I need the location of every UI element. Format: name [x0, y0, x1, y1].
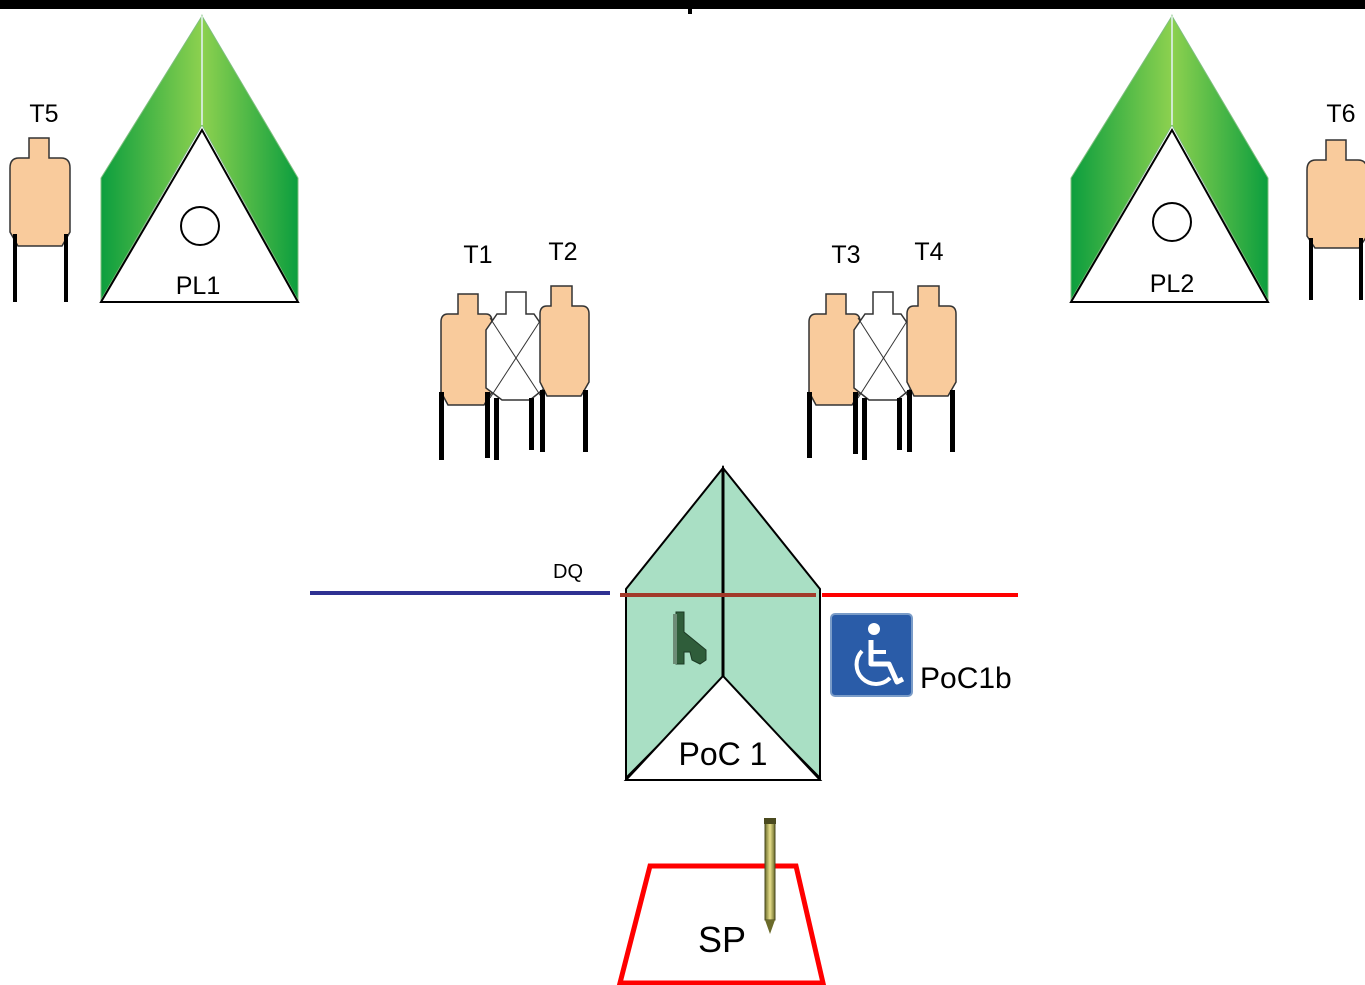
poc1b-marker: PoC1b [830, 613, 1012, 697]
t1-label: T1 [463, 241, 492, 269]
wall-pl2: PL2 [1069, 14, 1270, 303]
target-t5: T5 [9, 100, 71, 302]
target-t1 [440, 293, 493, 406]
target-t6: T6 [1306, 100, 1365, 300]
t6-label: T6 [1326, 100, 1355, 128]
sp-label: SP [698, 919, 746, 960]
port-circle-pl2 [1152, 202, 1192, 242]
target-t2 [539, 285, 590, 397]
pl2-label: PL2 [1150, 270, 1194, 298]
start-position: SP [616, 818, 827, 985]
pl1-label: PL1 [176, 272, 220, 300]
wall-pl1: PL1 [99, 14, 300, 303]
pistol-icon [673, 611, 707, 665]
target-t3 [808, 293, 861, 406]
target-group-t3-t4: T3 T4 [807, 238, 957, 460]
port-circle-pl1 [180, 206, 220, 246]
t3-label: T3 [831, 241, 860, 269]
poc1-barricade: PoC 1 [620, 465, 823, 781]
poc1b-label: PoC1b [920, 662, 1012, 695]
t5-label: T5 [29, 100, 58, 128]
top-border [0, 0, 1365, 14]
dq-label: DQ [553, 561, 583, 583]
no-shoot-target-1 [485, 291, 546, 460]
stake-marker-icon [764, 818, 776, 934]
poc1-label: PoC 1 [679, 736, 768, 772]
target-group-t1-t2: T1 T2 [439, 238, 590, 460]
target-t4 [906, 285, 957, 397]
wheelchair-icon [830, 613, 913, 697]
t2-label: T2 [548, 238, 577, 266]
no-shoot-target-2 [853, 291, 913, 460]
t4-label: T4 [914, 238, 943, 266]
